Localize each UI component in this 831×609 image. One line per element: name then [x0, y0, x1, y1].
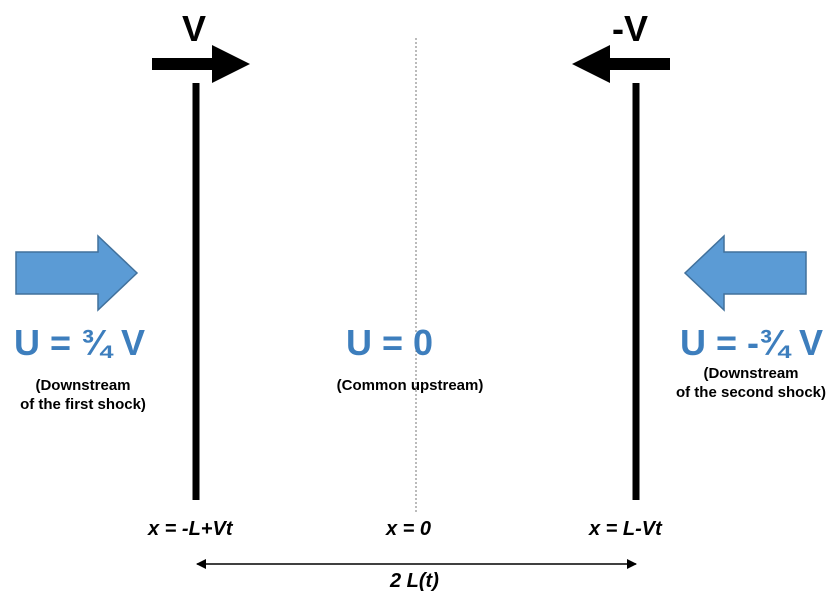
left-flow-arrow-icon [15, 234, 139, 312]
right-region-note-line2: of the second shock) [675, 384, 827, 401]
left-shock-velocity-label: V [182, 8, 207, 49]
left-region-note: (Downstream of the first shock) [0, 376, 166, 414]
right-shock-position-label: x = L-Vt [589, 518, 662, 540]
center-position-label: x = 0 [386, 518, 432, 540]
middle-region-note-line1: (Common upstream) [336, 377, 484, 394]
left-shock-arrow-icon [152, 45, 250, 83]
left-region-velocity: U = ¾ V [14, 322, 146, 363]
right-flow-arrow-icon [683, 234, 807, 312]
right-region-velocity: U = -¾ V [680, 322, 824, 363]
separation-label: 2 L(t) [390, 570, 439, 592]
middle-region-note: (Common upstream) [300, 376, 520, 395]
right-region-note-line1: (Downstream [703, 365, 799, 382]
left-region-note-line1: (Downstream [35, 377, 131, 394]
right-shock-velocity-label: -V [612, 8, 648, 49]
left-shock-position-label: x = -L+Vt [148, 518, 233, 540]
right-shock-arrow-icon [572, 45, 670, 83]
middle-region-velocity: U = 0 [346, 322, 434, 363]
right-region-note: (Downstream of the second shock) [672, 364, 830, 402]
left-region-note-line2: of the first shock) [20, 396, 146, 413]
